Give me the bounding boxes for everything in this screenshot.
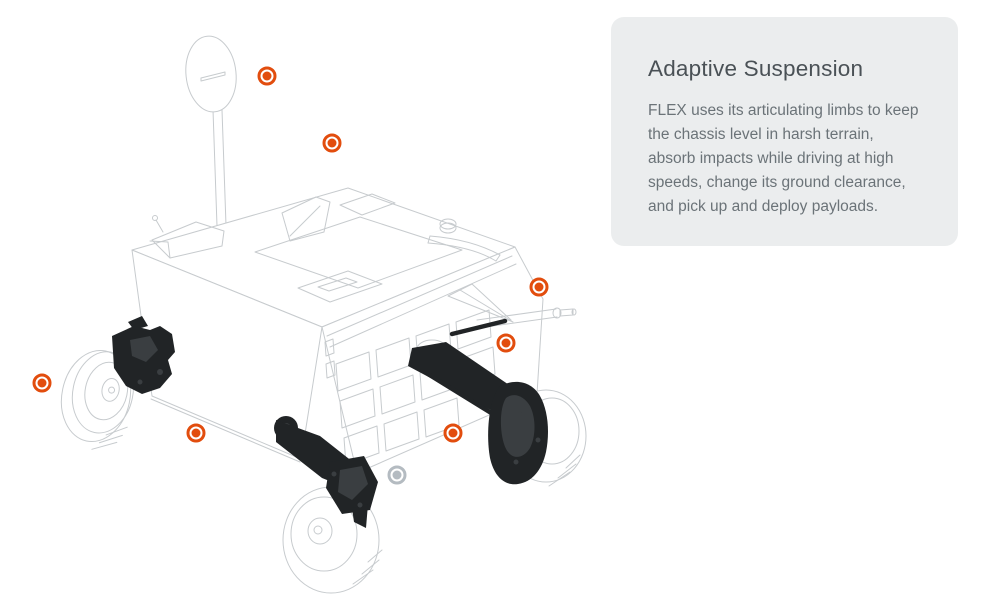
hotspot-front-left-limb[interactable] bbox=[186, 423, 206, 443]
rover-illustration bbox=[60, 35, 587, 594]
hotspot-antenna[interactable] bbox=[257, 66, 277, 86]
left-suspension-limb bbox=[112, 316, 175, 394]
deck-details bbox=[149, 193, 501, 303]
hotspot-front-left-wheel[interactable] bbox=[32, 373, 52, 393]
hotspot-dot bbox=[327, 138, 337, 148]
hotspot-dot bbox=[448, 428, 458, 438]
hotspot-dot bbox=[501, 338, 511, 348]
feature-title: Adaptive Suspension bbox=[648, 56, 864, 81]
hotspot-center-limb[interactable] bbox=[387, 465, 407, 485]
rear-axle-assembly bbox=[447, 283, 577, 329]
right-suspension-limb bbox=[408, 318, 548, 485]
hotspot-dot bbox=[392, 470, 402, 480]
front-left-wheel bbox=[60, 349, 134, 450]
hotspot-rear-axle[interactable] bbox=[529, 277, 549, 297]
feature-card: Adaptive Suspension FLEX uses its articu… bbox=[611, 17, 958, 246]
hotspot-dot bbox=[534, 282, 544, 292]
hotspot-rear-right-limb[interactable] bbox=[443, 423, 463, 443]
hotspot-dot bbox=[262, 71, 272, 81]
hotspot-rear-actuator[interactable] bbox=[496, 333, 516, 353]
hotspot-dot bbox=[37, 378, 47, 388]
hotspot-mast-upper[interactable] bbox=[322, 133, 342, 153]
hotspot-dot bbox=[191, 428, 201, 438]
feature-description: FLEX uses its articulating limbs to keep… bbox=[648, 101, 919, 215]
center-suspension-limb bbox=[274, 416, 378, 528]
